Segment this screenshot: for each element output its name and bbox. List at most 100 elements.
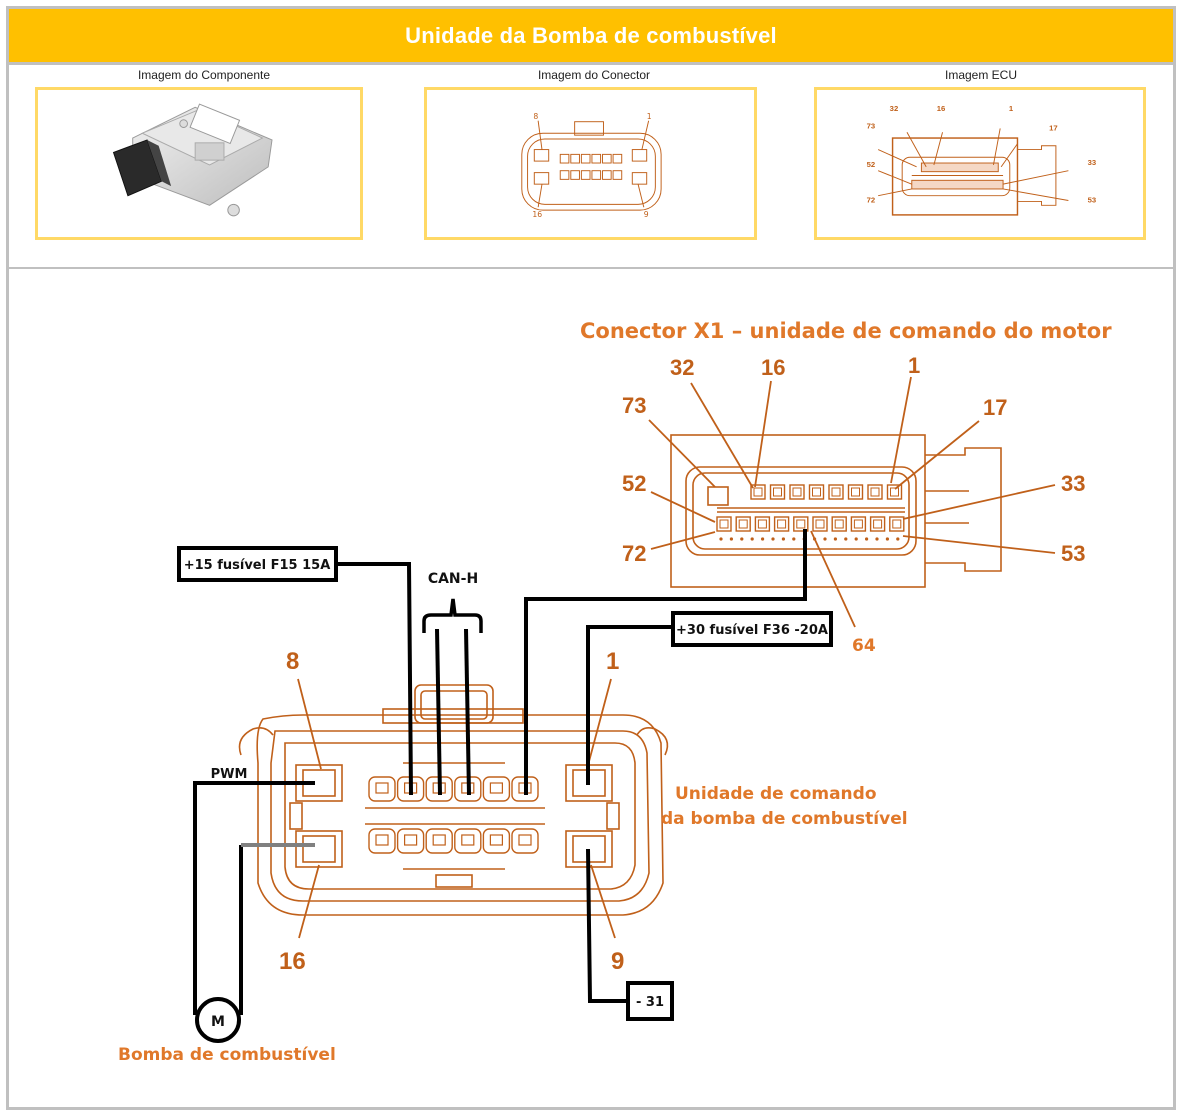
pump-unit-title-line1: Unidade de comando [675, 784, 877, 804]
ecu-pin-dot [854, 537, 858, 541]
pump-pin-8: 8 [286, 648, 299, 675]
ecu-pin-dot [740, 537, 744, 541]
ecu-pin-dot [729, 537, 734, 541]
fuse30-label: +30 fusível F36 -20A [676, 623, 828, 638]
connector-image-cell: Imagem do Conector [399, 65, 789, 265]
pump-pin-contact [375, 782, 389, 794]
wiring-diagram: Conector X1 – unidade de comando do moto… [118, 319, 1112, 1065]
pump-pin-cavity [454, 828, 482, 854]
ecu-pin-contact [873, 519, 883, 529]
ecu-pin-array [716, 484, 905, 541]
wire-ecu-64 [524, 529, 807, 795]
ecu-pin-dot [896, 537, 900, 541]
pump-pin-array [368, 776, 539, 854]
ecu-pin-dot [792, 537, 796, 541]
pump-pin-16: 16 [279, 948, 306, 975]
fuse30-box [671, 611, 833, 647]
ecu-connector-drawing: 32 16 1 73 17 52 33 72 53 [814, 87, 1146, 240]
component-image-cell: Imagem do Componente [9, 65, 399, 265]
ecu-drawing-icon: 32 16 1 73 17 52 33 72 53 [867, 104, 1097, 216]
ecu-pin-dot [885, 537, 890, 541]
pump-pin-cavity [425, 828, 453, 854]
motor-icon [195, 997, 241, 1043]
pump-pin-contact [375, 834, 389, 846]
ecu-pin-cavity [869, 516, 886, 532]
pump-pin-1: 1 [606, 648, 619, 675]
ecu-pin-contact [815, 519, 825, 529]
wire-ground [586, 848, 628, 1003]
images-row: Imagem do Componente [9, 65, 1173, 269]
ecu-pin-cavity [716, 516, 732, 532]
ecu-pin-cavity [847, 484, 864, 500]
ecu-connector-title: Conector X1 – unidade de comando do moto… [580, 319, 1112, 343]
page-title: Unidade da Bomba de combustível [405, 22, 777, 48]
ecu-pin-1: 1 [908, 353, 920, 378]
ecu-pin-cavity [754, 516, 771, 532]
module-photo-icon [112, 103, 273, 217]
ecu-pin-cavity [769, 484, 786, 500]
ecu-connector-drawing [670, 434, 1002, 588]
pump-connector-drawing [238, 684, 669, 916]
pump-pin-cavity [368, 776, 396, 802]
wire-can-2 [464, 628, 471, 796]
ecu-thumb-pin-52: 52 [867, 160, 876, 169]
pump-pin-cavity [482, 828, 511, 854]
ecu-pin-dot [875, 537, 879, 541]
ecu-pin-cavity [812, 516, 828, 532]
ground-box [626, 981, 674, 1021]
ecu-pin-dot [844, 537, 848, 541]
ecu-thumb-pin-33: 33 [1088, 158, 1097, 167]
ecu-pin-cavity [735, 516, 751, 532]
ecu-pin-72: 72 [622, 541, 646, 566]
ecu-thumb-pin-72: 72 [867, 195, 876, 204]
ecu-thumb-pin-73: 73 [867, 121, 876, 130]
wire-fuse30 [586, 625, 673, 785]
ecu-pin-dot [865, 537, 869, 541]
ecu-pin-contact [851, 487, 860, 497]
connector-thumb-pin-9: 9 [644, 210, 649, 219]
can-h-label: CAN-H [428, 571, 478, 587]
pump-pin-cavity [511, 828, 539, 854]
ecu-pin-cavity [850, 516, 867, 532]
wiring-diagram-area: Conector X1 – unidade de comando do moto… [9, 269, 1173, 1107]
pump-pin-labels: 8 1 16 9 [279, 648, 624, 975]
ecu-pin-73: 73 [622, 393, 646, 418]
ecu-pin-dot [761, 537, 765, 541]
connector-thumb-pin-16: 16 [532, 210, 542, 219]
ecu-pin-contact [719, 519, 729, 529]
ecu-pin-33: 33 [1061, 471, 1085, 496]
pump-pin-contact [518, 834, 532, 846]
ecu-pin-cavity [828, 484, 844, 500]
ecu-pin-17: 17 [983, 395, 1007, 420]
ecu-thumb-pin-53: 53 [1088, 195, 1097, 204]
ground-label: - 31 [636, 995, 664, 1010]
ecu-pin-16: 16 [761, 355, 785, 380]
connector-drawing-icon: 8 1 16 9 [521, 112, 662, 219]
can-bracket [422, 598, 483, 633]
ecu-pin-contact [890, 487, 899, 497]
ecu-pin-contact [834, 519, 844, 529]
ecu-pin-contact [892, 519, 902, 529]
ecu-pin-contact [773, 487, 782, 497]
ecu-pin-contact [812, 487, 821, 497]
ecu-pin-contact [738, 519, 748, 529]
ecu-pin-dot [750, 537, 754, 541]
wires [193, 529, 807, 1015]
wire-can-1 [435, 628, 442, 796]
ecu-pin-contact [777, 519, 787, 529]
ecu-pin-cavity [750, 484, 766, 500]
ecu-pin-labels: 32 16 1 73 17 52 33 72 53 [622, 353, 1085, 566]
ecu-pin-contact [796, 519, 806, 529]
pwm-label: PWM [211, 767, 248, 782]
ecu-pin-cavity [808, 484, 825, 500]
pump-pin-cavity [396, 828, 425, 854]
pump-pin-contact [404, 834, 418, 846]
ecu-thumb-pin-32: 32 [890, 104, 899, 113]
header-bar: Unidade da Bomba de combustível [9, 9, 1173, 65]
ecu-pin-cavity [889, 516, 905, 532]
diagram-frame: Unidade da Bomba de combustível Imagem d… [6, 6, 1176, 1110]
ecu-pin-contact [853, 519, 863, 529]
ecu-pin-cavity [793, 516, 809, 532]
connector-thumb-pin-8: 8 [533, 112, 538, 121]
ecu-thumb-pin-1: 1 [1009, 104, 1014, 113]
